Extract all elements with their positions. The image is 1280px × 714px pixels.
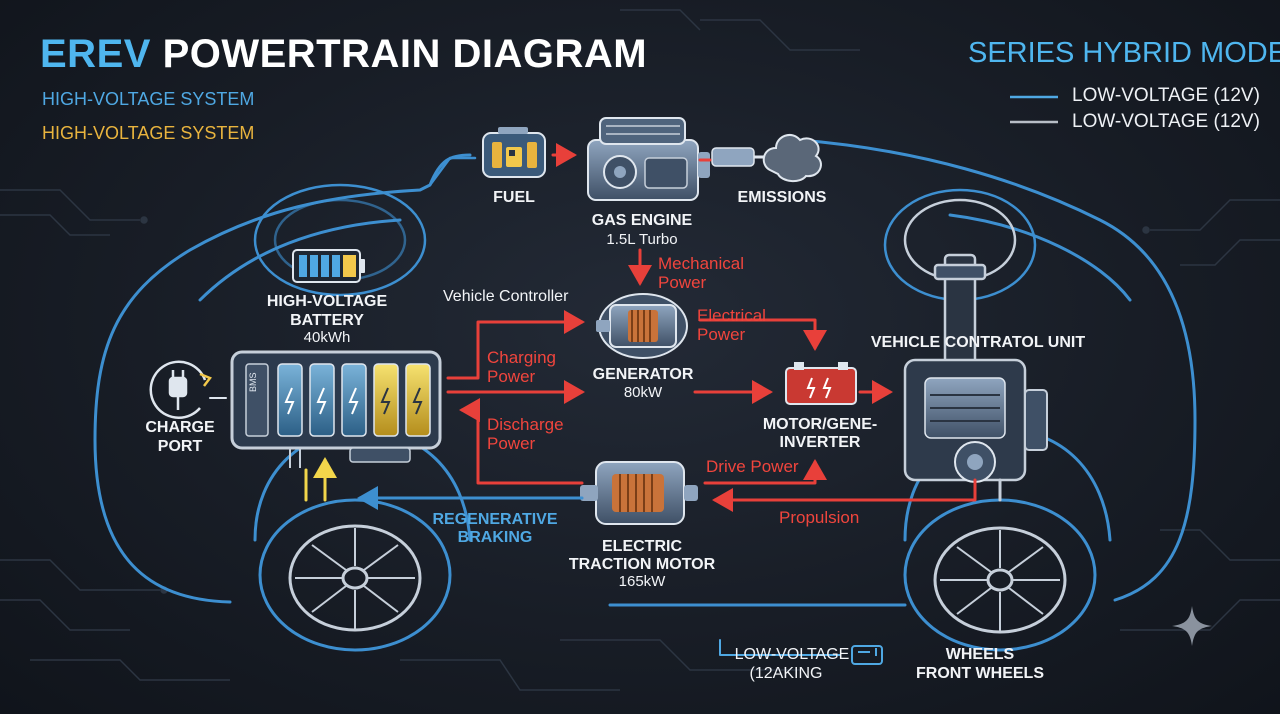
discharge-power-label-1: Discharge <box>487 415 564 434</box>
sparkle-icon <box>1172 606 1212 646</box>
discharge-power-label-2: Power <box>487 434 536 453</box>
subtitle-yellow: HIGH-VOLTAGE SYSTEM <box>42 123 255 143</box>
traction-motor-label-2: TRACTION MOTOR <box>568 556 716 573</box>
arrow-drive-power <box>703 459 827 485</box>
battery-spec: 40kWh <box>303 329 351 346</box>
regen-label-1: REGENERATIVE <box>432 511 558 528</box>
mechanical-power-label-1: Mechanical <box>658 254 744 273</box>
wheels-label-2: FRONT WHEELS <box>916 665 1044 682</box>
traction-motor-spec: 165kW <box>618 573 666 590</box>
page-title: EREV POWERTRAIN DIAGRAM <box>40 32 647 76</box>
inverter-label-1: MOTOR/GENE- <box>762 416 878 433</box>
mechanical-power-label-2: Power <box>658 273 707 292</box>
charge-port-label-1: CHARGE <box>145 419 215 436</box>
bms-label: BMS <box>248 372 258 392</box>
wheels-label-1: WHEELS <box>945 646 1015 663</box>
arrow-electrical-power <box>698 318 827 351</box>
battery-label-2: BATTERY <box>290 312 364 329</box>
charging-power-label-1: Charging <box>487 348 556 367</box>
emissions-label: EMISSIONS <box>737 189 827 206</box>
charging-power-label-2: Power <box>487 367 536 386</box>
arrow-discharge-power <box>459 398 584 485</box>
regen-label-2: BRAKING <box>457 529 533 546</box>
title-rest: POWERTRAIN DIAGRAM <box>162 32 648 76</box>
generator-spec: 80kW <box>623 384 663 401</box>
vehicle-controller-label: Vehicle Controller <box>443 288 569 305</box>
fuel-can-icon <box>482 127 546 178</box>
vehicle-control-unit-icon <box>903 358 1048 483</box>
low-voltage-label-1: LOW-VOLTAGE <box>734 646 850 663</box>
title-accent: EREV <box>40 32 151 76</box>
charge-port-icon <box>149 360 212 419</box>
front-wheel <box>903 498 1097 652</box>
traction-motor-icon <box>580 461 698 525</box>
engine-label: GAS ENGINE <box>591 212 693 229</box>
inverter-icon <box>785 362 857 405</box>
battery-pack-icon <box>230 350 442 468</box>
engine-spec: 1.5L Turbo <box>606 231 678 248</box>
vcu-label: VEHICLE CONTRATOL UNIT <box>870 334 1086 351</box>
legend-label-blue: LOW-VOLTAGE (12V) <box>1072 85 1260 106</box>
trace-to-fuel <box>428 156 477 187</box>
battery-label-1: HIGH-VOLTAGE <box>266 293 388 310</box>
arrow-propulsion <box>712 478 977 512</box>
charge-port-label-2: PORT <box>157 438 203 455</box>
battery-cells <box>277 363 431 437</box>
emissions-icon <box>711 133 822 182</box>
electrical-power-label-2: Power <box>697 325 746 344</box>
circuit-traces <box>0 9 1280 691</box>
gas-engine-icon <box>587 117 710 201</box>
electrical-power-label-1: Electrical <box>697 306 766 325</box>
inverter-label-2: INVERTER <box>779 434 861 451</box>
generator-icon <box>596 293 688 359</box>
legend-label-gray: LOW-VOLTAGE (12V) <box>1072 111 1260 132</box>
low-voltage-label-2: (12AKING <box>749 665 823 682</box>
battery-small-icon <box>292 249 365 283</box>
subtitle-blue: HIGH-VOLTAGE SYSTEM <box>42 89 255 109</box>
traction-motor-label-1: ELECTRIC <box>602 538 682 555</box>
arrow-low-voltage <box>719 639 841 656</box>
fuel-label: FUEL <box>493 189 535 206</box>
low-voltage-icon <box>851 645 883 665</box>
propulsion-label: Propulsion <box>779 508 860 527</box>
mode-label: SERIES HYBRID MODE <box>968 37 1280 69</box>
generator-label: GENERATOR <box>592 366 694 383</box>
rear-wheel <box>258 498 452 652</box>
arrow-battery-to-generator <box>446 310 585 380</box>
drive-power-label: Drive Power <box>706 457 799 476</box>
